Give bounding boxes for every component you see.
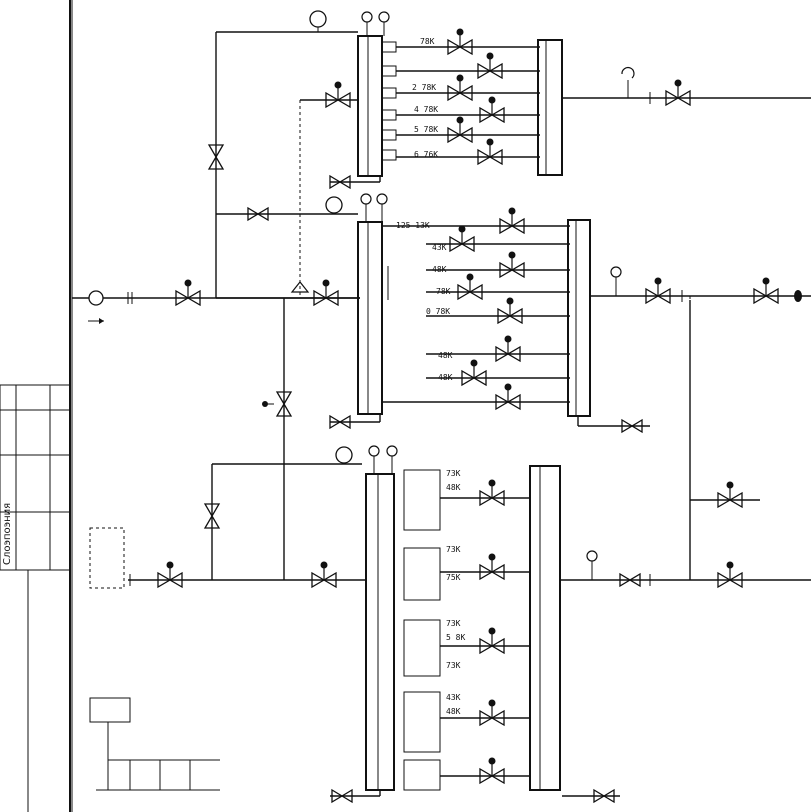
rack3-label-d2: 48К xyxy=(446,707,461,716)
control-valve-icon xyxy=(290,281,310,293)
rack3-gauge-icon xyxy=(335,446,353,464)
top-branch xyxy=(208,10,358,298)
rack1-valve-icon[interactable] xyxy=(477,137,503,165)
rack1-label-3: 2 78К xyxy=(412,83,436,92)
rack1-label-1: 78К xyxy=(420,37,435,46)
rack3-label-d1: 43К xyxy=(446,693,461,702)
rack3-label-a1: 73К xyxy=(446,469,461,478)
rack3-gauge-icon xyxy=(386,445,398,457)
inlet-valve-icon[interactable] xyxy=(175,278,201,306)
rack3-inlet-valve-icon[interactable] xyxy=(157,560,183,588)
rack3-feed-valve-icon[interactable] xyxy=(311,560,337,588)
rack3-outlet-gauge-icon xyxy=(586,550,598,562)
middle-riser xyxy=(262,296,691,580)
rack3-label-c3: 73К xyxy=(446,661,461,670)
flow-arrow-icon xyxy=(99,318,104,324)
rack2-valve-icon[interactable] xyxy=(499,250,525,278)
rack2-label-6: 48К xyxy=(438,373,453,382)
rack2-valve-icon[interactable] xyxy=(499,206,525,234)
rack3-label-b2: 75К xyxy=(446,573,461,582)
sidebar-vertical-label: Слоэпоэния xyxy=(2,503,13,565)
rack1-valve-icon[interactable] xyxy=(447,27,473,55)
rack2-valve-icon[interactable] xyxy=(495,382,521,410)
rack2-gauge-icon xyxy=(376,193,388,205)
rack1-valve-icon[interactable] xyxy=(479,95,505,123)
rack2-label-top: 125 13К xyxy=(396,221,430,230)
rack3-valve-icon[interactable] xyxy=(479,756,505,784)
rack1-label-6: 6 76К xyxy=(414,150,438,159)
rack-2: 125 13К 43К 48К 78К 0 78К 48К 48К xyxy=(216,193,811,433)
rack2-valve-icon[interactable] xyxy=(495,334,521,362)
rack3-label-c2: 5 8К xyxy=(446,633,465,642)
rack3-valve-icon[interactable] xyxy=(479,626,505,654)
pressure-gauge-icon xyxy=(309,10,327,28)
rack2-valve-icon[interactable] xyxy=(457,272,483,300)
rack2-label-4: 0 78К xyxy=(426,307,450,316)
rack1-valve-icon[interactable] xyxy=(447,115,473,143)
legend-sketch xyxy=(89,527,220,791)
rack2-label-2: 48К xyxy=(432,265,447,274)
left-frame: Слоэпоэния xyxy=(0,0,73,812)
rack2-feed-valve-icon[interactable] xyxy=(313,278,339,306)
rack2-outlet-gauge-icon xyxy=(610,266,622,278)
rack3-outlet-valve-icon[interactable] xyxy=(717,560,743,588)
inlet-pump-icon xyxy=(88,290,104,306)
rack1-feed-valve-icon[interactable] xyxy=(325,80,351,108)
rack2-valve-icon[interactable] xyxy=(497,296,523,324)
rack1-outlet-valve-icon[interactable] xyxy=(665,78,691,106)
rack2-outlet-valve-icon[interactable] xyxy=(753,276,779,304)
rack2-gauge-icon xyxy=(360,193,372,205)
rack1-gauge-icon xyxy=(621,66,635,79)
rack3-label-c1: 73К xyxy=(446,619,461,628)
rack-3: 73К 48К 73К 75К 73К 5 8К 73К 43К 48К xyxy=(128,445,811,803)
rack3-label-b1: 73К xyxy=(446,545,461,554)
rack3-valve-icon[interactable] xyxy=(479,698,505,726)
rack1-valve-icon[interactable] xyxy=(447,73,473,101)
outlet-plug-icon xyxy=(794,290,802,302)
rack3-valve-icon[interactable] xyxy=(479,478,505,506)
crossover-valve-icon[interactable] xyxy=(717,480,743,508)
rack-1: 78К 2 78К 4 78К 5 78К 6 76К xyxy=(329,11,811,189)
rack2-label-1: 43К xyxy=(432,243,447,252)
rack1-valve-icon[interactable] xyxy=(477,51,503,79)
rack1-label-4: 4 78К xyxy=(414,105,438,114)
rack1-label-5: 5 78К xyxy=(414,125,438,134)
rack2-outlet-valve-icon[interactable] xyxy=(645,276,671,304)
rack1-gauge-icon xyxy=(361,11,373,23)
rack2-label-3: 78К xyxy=(436,287,451,296)
rack1-gauge-icon xyxy=(378,11,390,23)
rack3-valve-icon[interactable] xyxy=(479,552,505,580)
rack2-valve-icon[interactable] xyxy=(461,358,487,386)
rack2-label-5: 48К xyxy=(438,351,453,360)
rack2-valve-icon[interactable] xyxy=(449,224,475,252)
rack3-label-a2: 48К xyxy=(446,483,461,492)
rack2-gauge-icon xyxy=(325,196,343,214)
rack3-gauge-icon xyxy=(368,445,380,457)
riser-actuator-icon xyxy=(262,401,268,407)
